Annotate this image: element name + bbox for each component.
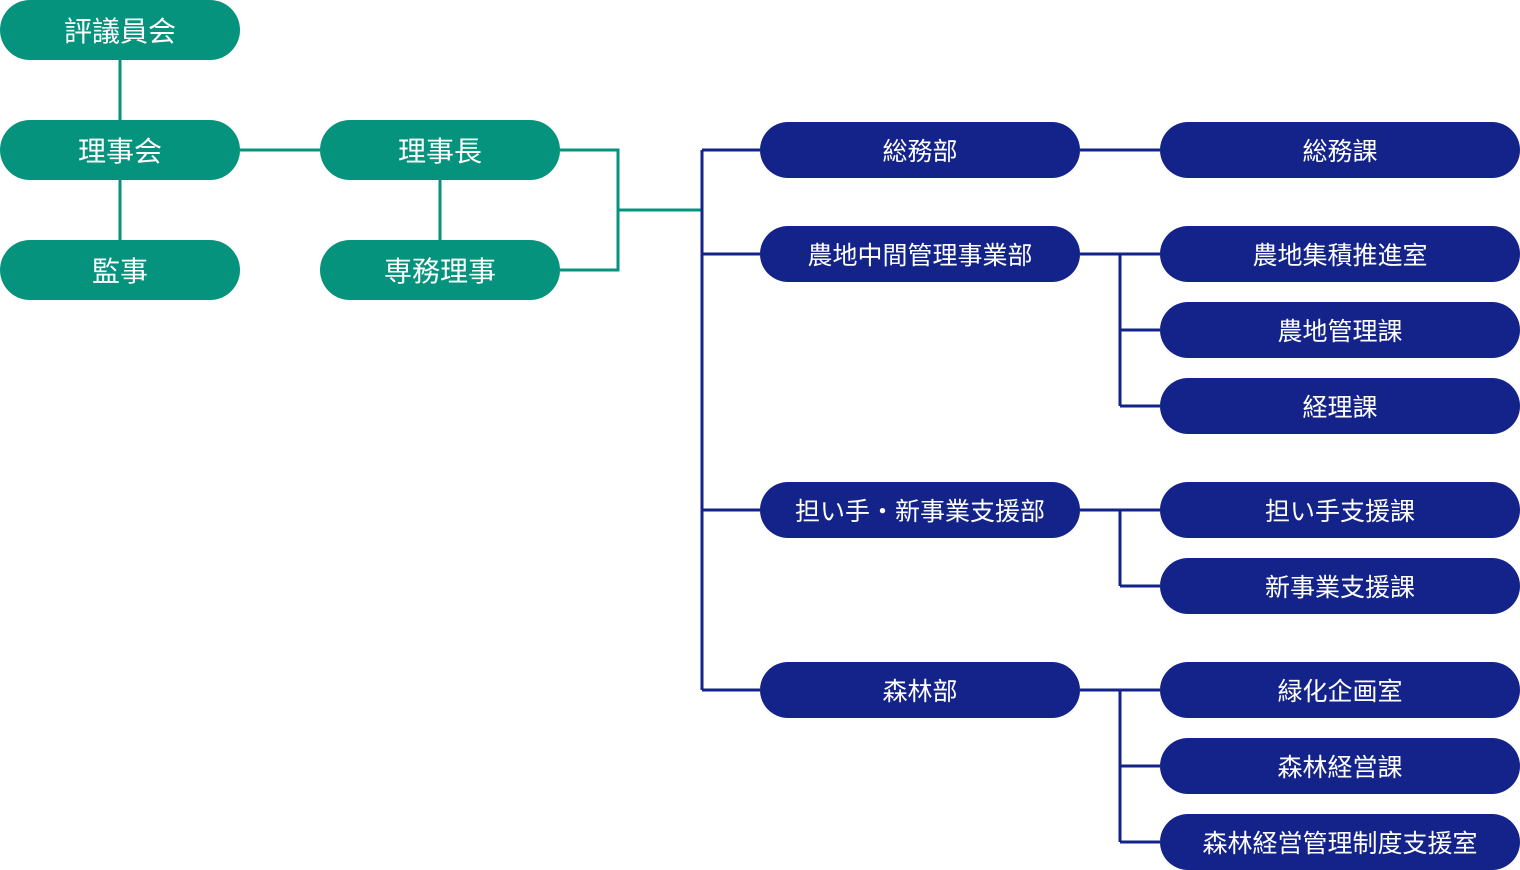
section-node: 総務課 [1160,122,1520,178]
department-new-business: 担い手・新事業支援部 [760,482,1080,538]
board-node: 理事会 [0,120,240,180]
section-node: 緑化企画室 [1160,662,1520,718]
managing-director-node: 専務理事 [320,240,560,300]
section-node: 経理課 [1160,378,1520,434]
section-node: 農地管理課 [1160,302,1520,358]
department-forestry: 森林部 [760,662,1080,718]
auditor-node: 監事 [0,240,240,300]
section-node: 担い手支援課 [1160,482,1520,538]
section-node: 農地集積推進室 [1160,226,1520,282]
section-node: 新事業支援課 [1160,558,1520,614]
department-farmland: 農地中間管理事業部 [760,226,1080,282]
section-node: 森林経営管理制度支援室 [1160,814,1520,870]
section-node: 森林経営課 [1160,738,1520,794]
chairman-node: 理事長 [320,120,560,180]
council-node: 評議員会 [0,0,240,60]
department-general-affairs: 総務部 [760,122,1080,178]
